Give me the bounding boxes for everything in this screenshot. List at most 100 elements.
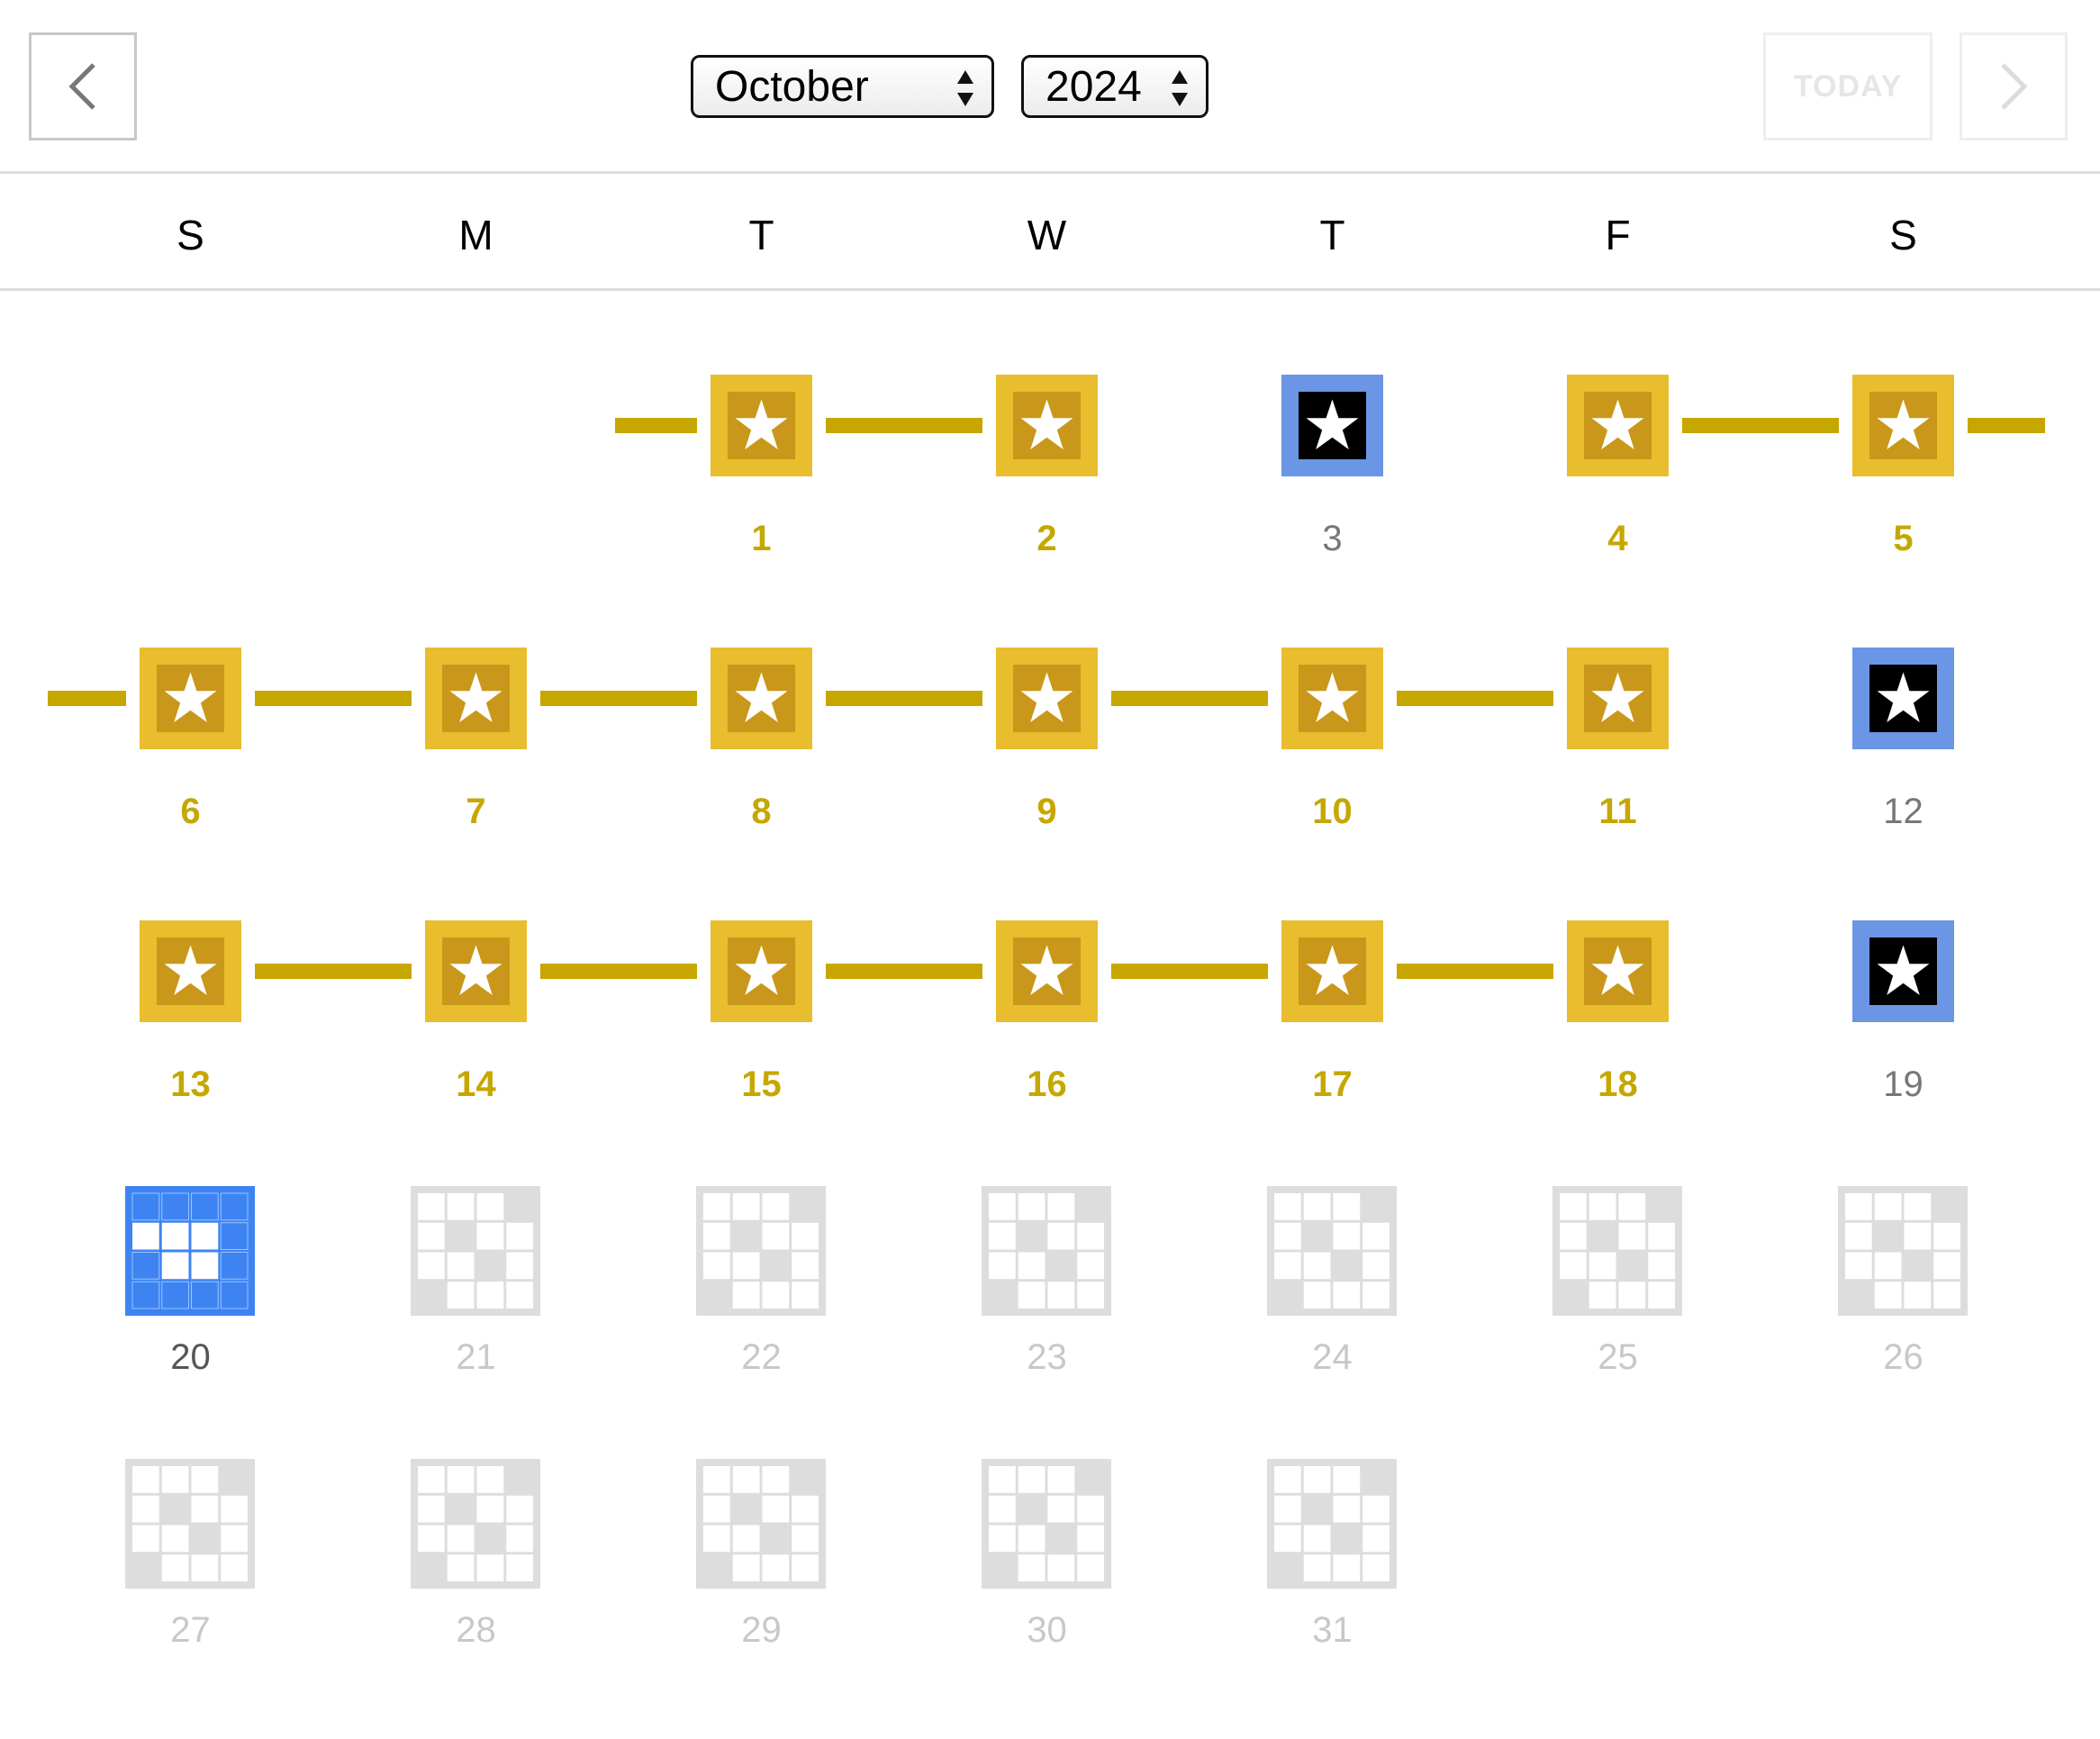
day-cell-8[interactable]: 8 xyxy=(619,648,904,920)
gold-star-badge xyxy=(425,920,527,1022)
day-number: 15 xyxy=(741,1064,782,1104)
today-puzzle-icon xyxy=(125,1186,255,1316)
star-icon xyxy=(735,945,788,995)
today-button-label: TODAY xyxy=(1793,68,1903,104)
month-select[interactable]: October xyxy=(691,55,994,118)
day-cell-5[interactable]: 5 xyxy=(1761,375,2046,648)
streak-connector xyxy=(1397,691,1553,706)
star-icon xyxy=(735,399,788,449)
streak-connector xyxy=(540,691,697,706)
day-number: 14 xyxy=(456,1064,496,1104)
star-icon xyxy=(1020,672,1073,722)
star-icon xyxy=(1306,945,1359,995)
day-number: 9 xyxy=(1036,792,1057,831)
year-select[interactable]: 2024 xyxy=(1021,55,1208,118)
day-cell-19[interactable]: 19 xyxy=(1761,920,2046,1193)
day-number: 13 xyxy=(170,1064,211,1104)
star-icon xyxy=(1020,945,1073,995)
future-puzzle-icon xyxy=(1267,1186,1397,1316)
day-number: 23 xyxy=(1027,1337,1067,1377)
weekday-sat: S xyxy=(1889,212,1917,258)
streak-connector xyxy=(615,418,697,433)
day-cell-3[interactable]: 3 xyxy=(1190,375,1475,648)
day-cell-14[interactable]: 14 xyxy=(333,920,619,1193)
star-icon xyxy=(1877,672,1930,722)
gold-star-badge xyxy=(711,375,812,476)
streak-connector xyxy=(1111,964,1268,979)
year-select-value: 2024 xyxy=(1045,62,1142,111)
blue-star-badge xyxy=(1852,920,1954,1022)
day-cell-15[interactable]: 15 xyxy=(619,920,904,1193)
day-cell-22: 22 xyxy=(619,1186,904,1466)
day-number: 7 xyxy=(466,792,486,831)
day-number: 19 xyxy=(1883,1064,1923,1104)
day-number: 30 xyxy=(1027,1610,1067,1650)
chevron-right-icon xyxy=(2001,63,2028,110)
future-puzzle-icon xyxy=(411,1186,540,1316)
streak-connector xyxy=(826,418,982,433)
future-puzzle-icon xyxy=(411,1459,540,1589)
day-number: 2 xyxy=(1036,519,1057,558)
streak-connector xyxy=(1968,418,2045,433)
star-icon xyxy=(449,945,502,995)
day-cell-13[interactable]: 13 xyxy=(48,920,333,1193)
day-cell-16[interactable]: 16 xyxy=(904,920,1190,1193)
weekday-sun: S xyxy=(177,212,204,258)
prev-month-button[interactable] xyxy=(29,32,137,140)
star-icon xyxy=(1591,672,1644,722)
star-icon xyxy=(164,945,217,995)
today-button[interactable]: TODAY xyxy=(1763,32,1933,140)
day-cell-25: 25 xyxy=(1475,1186,1761,1466)
streak-connector xyxy=(1397,964,1553,979)
day-number: 10 xyxy=(1312,792,1353,831)
gold-star-badge xyxy=(425,648,527,749)
day-cell-6[interactable]: 6 xyxy=(48,648,333,920)
day-number: 26 xyxy=(1883,1337,1923,1377)
day-number: 11 xyxy=(1598,792,1637,831)
day-number: 5 xyxy=(1893,519,1914,558)
day-number: 21 xyxy=(456,1337,496,1377)
day-cell-12[interactable]: 12 xyxy=(1761,648,2046,920)
gold-star-badge xyxy=(1281,920,1383,1022)
day-number: 8 xyxy=(751,792,772,831)
star-icon xyxy=(449,672,502,722)
streak-connector xyxy=(826,691,982,706)
gold-star-badge xyxy=(1281,648,1383,749)
streak-connector xyxy=(826,964,982,979)
day-cell-28: 28 xyxy=(333,1459,619,1739)
day-cell-27: 27 xyxy=(48,1459,333,1739)
day-cell-1[interactable]: 1 xyxy=(619,375,904,648)
gold-star-badge xyxy=(711,920,812,1022)
gold-star-badge xyxy=(1567,375,1669,476)
day-cell-29: 29 xyxy=(619,1459,904,1739)
star-icon xyxy=(164,672,217,722)
day-number: 24 xyxy=(1312,1337,1353,1377)
streak-connector xyxy=(255,691,412,706)
day-cell-18[interactable]: 18 xyxy=(1475,920,1761,1193)
select-arrows-icon xyxy=(957,70,973,106)
day-cell-10[interactable]: 10 xyxy=(1190,648,1475,920)
gold-star-badge xyxy=(996,648,1098,749)
next-month-button[interactable] xyxy=(1960,32,2068,140)
day-cell-31: 31 xyxy=(1190,1459,1475,1739)
chevron-left-icon xyxy=(68,63,95,110)
day-cell-20[interactable]: 20 xyxy=(48,1186,333,1466)
star-icon xyxy=(1591,399,1644,449)
day-number: 22 xyxy=(741,1337,782,1377)
day-cell-23: 23 xyxy=(904,1186,1190,1466)
day-number: 28 xyxy=(456,1610,496,1650)
day-cell-7[interactable]: 7 xyxy=(333,648,619,920)
day-cell-17[interactable]: 17 xyxy=(1190,920,1475,1193)
weekday-mon: M xyxy=(458,212,493,258)
day-number: 25 xyxy=(1598,1337,1638,1377)
day-cell-4[interactable]: 4 xyxy=(1475,375,1761,648)
day-cell-9[interactable]: 9 xyxy=(904,648,1190,920)
day-cell-11[interactable]: 11 xyxy=(1475,648,1761,920)
streak-connector xyxy=(255,964,412,979)
select-arrows-icon xyxy=(1172,70,1188,106)
day-cell-2[interactable]: 2 xyxy=(904,375,1190,648)
day-cell-24: 24 xyxy=(1190,1186,1475,1466)
gold-star-badge xyxy=(711,648,812,749)
day-number: 1 xyxy=(751,519,772,558)
day-cell-30: 30 xyxy=(904,1459,1190,1739)
